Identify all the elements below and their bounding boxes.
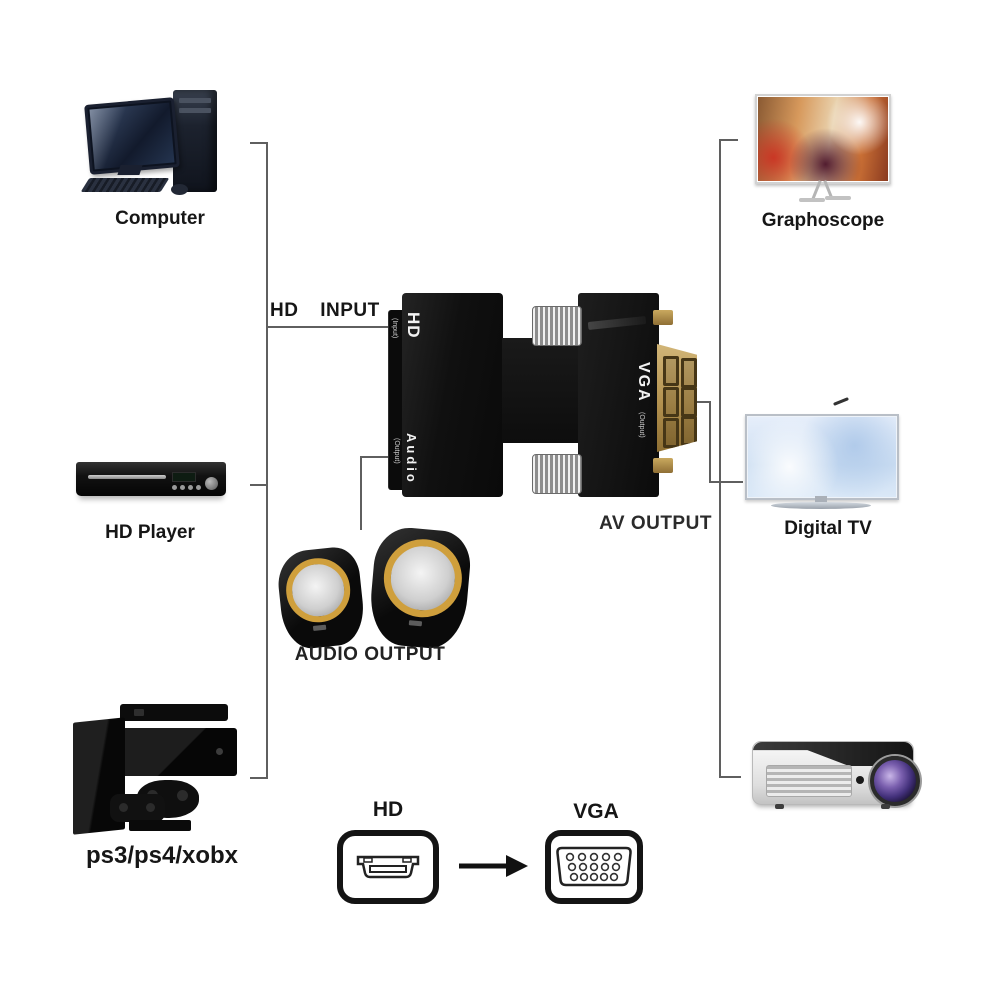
thumbscrew-top-icon bbox=[532, 306, 582, 346]
audio-output-label: AUDIO OUTPUT bbox=[294, 644, 446, 665]
speaker-left-icon bbox=[275, 544, 367, 652]
adapter-left-block bbox=[402, 293, 503, 497]
adapter-image: HD (Input) Audio (Output) VGA (Output) bbox=[385, 288, 700, 500]
right-bus-line bbox=[719, 139, 741, 778]
computer-tower-icon bbox=[173, 90, 217, 192]
adapter-hd-port-label: HD bbox=[404, 312, 423, 339]
adapter-audio-port-mode: (Output) bbox=[393, 438, 400, 464]
kinect-icon bbox=[120, 704, 228, 721]
projector-grille-icon bbox=[766, 765, 852, 797]
graphoscope-monitor-icon bbox=[755, 94, 891, 184]
vga-port-icon bbox=[545, 830, 643, 904]
screw-post-bottom-icon bbox=[653, 458, 673, 473]
hd-player-label: HD Player bbox=[105, 522, 195, 543]
adapter-vga-port-label: VGA bbox=[635, 362, 652, 403]
audio-output-line bbox=[360, 456, 391, 530]
mouse-icon bbox=[171, 184, 188, 195]
game-consoles-image bbox=[65, 692, 260, 837]
digital-tv-label: Digital TV bbox=[784, 518, 872, 539]
arrow-head-icon bbox=[506, 855, 528, 877]
graphoscope-image bbox=[753, 92, 893, 207]
computer-monitor-icon bbox=[84, 97, 180, 175]
legend-vga-label: VGA bbox=[573, 800, 619, 823]
adapter-bridge bbox=[502, 338, 579, 443]
projector-image bbox=[752, 733, 920, 818]
hdmi-port-icon bbox=[337, 830, 439, 904]
vga-male-connector-icon bbox=[657, 344, 697, 452]
hd-input-label: HD INPUT bbox=[270, 300, 380, 321]
digital-tv-branch-line bbox=[693, 401, 743, 483]
keyboard-icon bbox=[80, 178, 170, 192]
adapter-hd-port-mode: (Input) bbox=[391, 318, 398, 339]
av-output-label: AV OUTPUT bbox=[599, 513, 712, 534]
projector-body-icon bbox=[752, 741, 920, 809]
adapter-vga-port-mode: (Output) bbox=[638, 412, 645, 438]
consoles-label: ps3/ps4/xobx bbox=[85, 842, 239, 869]
legend-hd-label: HD bbox=[372, 798, 404, 821]
ps4-controller-icon bbox=[110, 794, 165, 822]
dvd-player-icon bbox=[76, 462, 226, 496]
graphoscope-label: Graphoscope bbox=[761, 210, 885, 231]
hdmi-port-flange bbox=[388, 310, 404, 490]
screw-post-top-icon bbox=[653, 310, 673, 325]
tv-screen-icon bbox=[745, 414, 899, 500]
hd-player-image bbox=[72, 452, 232, 510]
adapter-right-block bbox=[578, 293, 659, 497]
projector-lens-icon bbox=[870, 756, 920, 806]
xbox-console-icon bbox=[107, 728, 237, 776]
speakers-image bbox=[275, 525, 473, 655]
computer-label: Computer bbox=[115, 208, 205, 229]
adapter-audio-port-label: Audio bbox=[404, 433, 419, 485]
computer-image bbox=[80, 85, 235, 205]
left-bus-line bbox=[250, 142, 268, 779]
digital-tv-image bbox=[745, 397, 899, 518]
thumbscrew-bottom-icon bbox=[532, 454, 582, 494]
speaker-right-icon bbox=[367, 525, 473, 651]
